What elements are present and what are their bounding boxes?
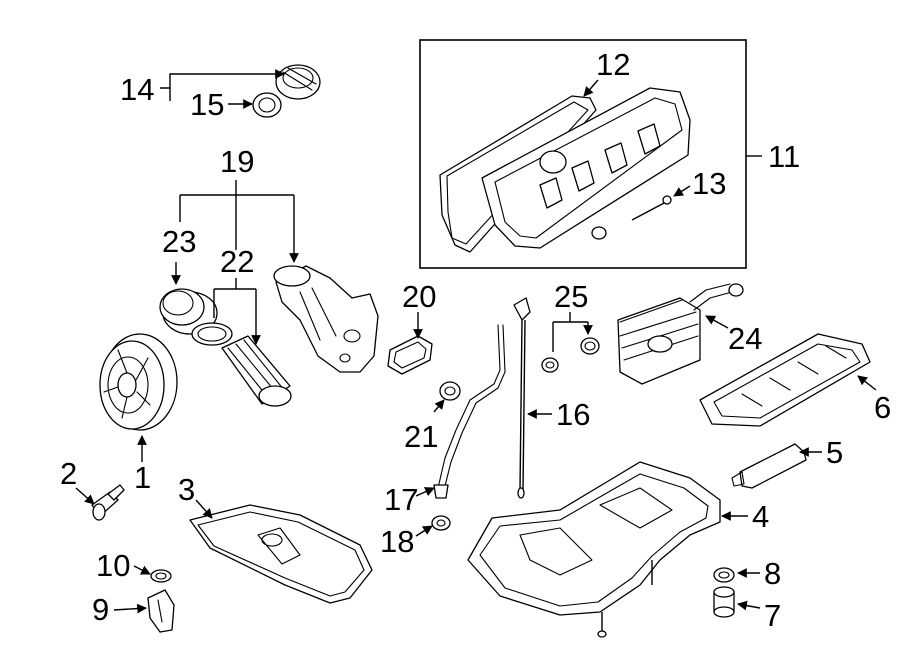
- oil-pickup-part: [147, 589, 175, 633]
- oil-cooler-part: [617, 283, 744, 385]
- callout-20: 20: [402, 279, 436, 314]
- callout-19: 19: [220, 144, 254, 179]
- cover-grommet-part: [591, 226, 607, 240]
- callout-2: 2: [60, 456, 77, 491]
- cooler-seals-part: [541, 337, 600, 373]
- callout-6: 6: [874, 390, 891, 425]
- oil-filler-cap-part: [275, 64, 321, 100]
- valve-cover-group-box: [419, 39, 747, 269]
- dipstick-tube-part: [433, 324, 506, 499]
- upper-oil-pan-part: [467, 461, 721, 638]
- callout-17: 17: [384, 482, 418, 517]
- callout-15: 15: [190, 87, 224, 122]
- dipstick-part: [513, 297, 531, 499]
- valve-cover-bolt-part: [631, 195, 672, 221]
- callout-25: 25: [554, 279, 588, 314]
- oil-filter-housing-part: [273, 265, 379, 373]
- valve-cover-part: [481, 87, 691, 249]
- callout-numbers: 14 15 12 11 13 19 23 22 20 25 24 6 16 21…: [60, 47, 891, 633]
- housing-gasket-part: [387, 335, 433, 375]
- cap-seal-part: [252, 92, 282, 118]
- callout-1: 1: [134, 460, 151, 495]
- oil-baffle-part: [699, 333, 871, 427]
- pulley-bolt-part: [91, 484, 125, 521]
- callout-9: 9: [92, 592, 109, 627]
- callout-3: 3: [178, 472, 195, 507]
- callout-5: 5: [826, 435, 843, 470]
- callout-14: 14: [120, 72, 154, 107]
- callout-16: 16: [556, 397, 590, 432]
- callout-21: 21: [404, 419, 438, 454]
- drain-plug-part: [713, 586, 735, 618]
- callout-18: 18: [380, 524, 414, 559]
- lower-oil-pan-part: [189, 504, 373, 604]
- callout-23: 23: [162, 224, 196, 259]
- leader-lines: [75, 69, 877, 614]
- crankshaft-pulley-part: [99, 333, 178, 431]
- callout-8: 8: [764, 556, 781, 591]
- callout-7: 7: [764, 598, 781, 633]
- oil-filter-element-part: [191, 322, 292, 407]
- callout-24: 24: [728, 321, 762, 356]
- callout-13: 13: [692, 166, 726, 201]
- callout-10: 10: [96, 548, 130, 583]
- tube-o-ring-part: [431, 515, 451, 531]
- sealant-tube-part: [731, 443, 807, 489]
- callout-12: 12: [596, 47, 630, 82]
- pickup-gasket-part: [150, 569, 172, 583]
- callout-22: 22: [220, 244, 254, 279]
- callout-4: 4: [752, 499, 769, 534]
- tube-seal-part: [439, 381, 461, 401]
- callout-11: 11: [768, 139, 800, 174]
- drain-washer-part: [713, 567, 735, 583]
